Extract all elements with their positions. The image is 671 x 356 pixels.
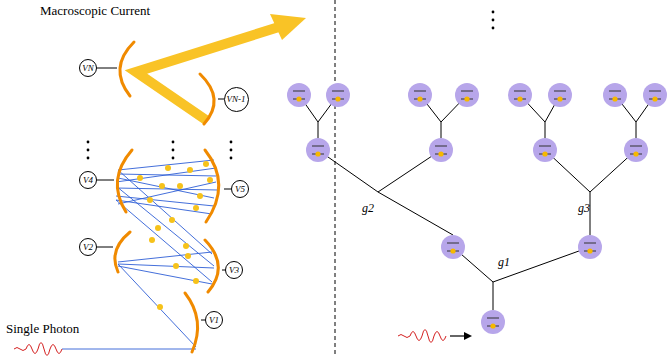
voltage-terminal: V2 <box>79 238 97 256</box>
voltage-terminal: VN-1 <box>224 87 249 112</box>
voltage-terminal: V4 <box>79 171 97 189</box>
coupling-label: g2 <box>362 202 374 215</box>
terminal-label: V1 <box>209 316 219 325</box>
terminal-label: V3 <box>229 266 239 275</box>
voltage-terminal: VN <box>79 59 97 77</box>
voltage-terminal: V3 <box>225 261 243 279</box>
caption-label: Macroscopic Current <box>40 4 150 18</box>
terminal-label: VN <box>82 64 94 73</box>
voltage-terminal: V1 <box>205 311 223 329</box>
voltage-terminal: V5 <box>231 180 249 198</box>
caption-label: Single Photon <box>6 322 79 336</box>
terminal-label: V5 <box>235 185 245 194</box>
terminal-label: V2 <box>83 243 93 252</box>
terminal-label: VN-1 <box>227 95 246 104</box>
terminal-label: V4 <box>83 176 93 185</box>
coupling-label: g3 <box>578 202 590 215</box>
coupling-label: g1 <box>498 256 510 269</box>
